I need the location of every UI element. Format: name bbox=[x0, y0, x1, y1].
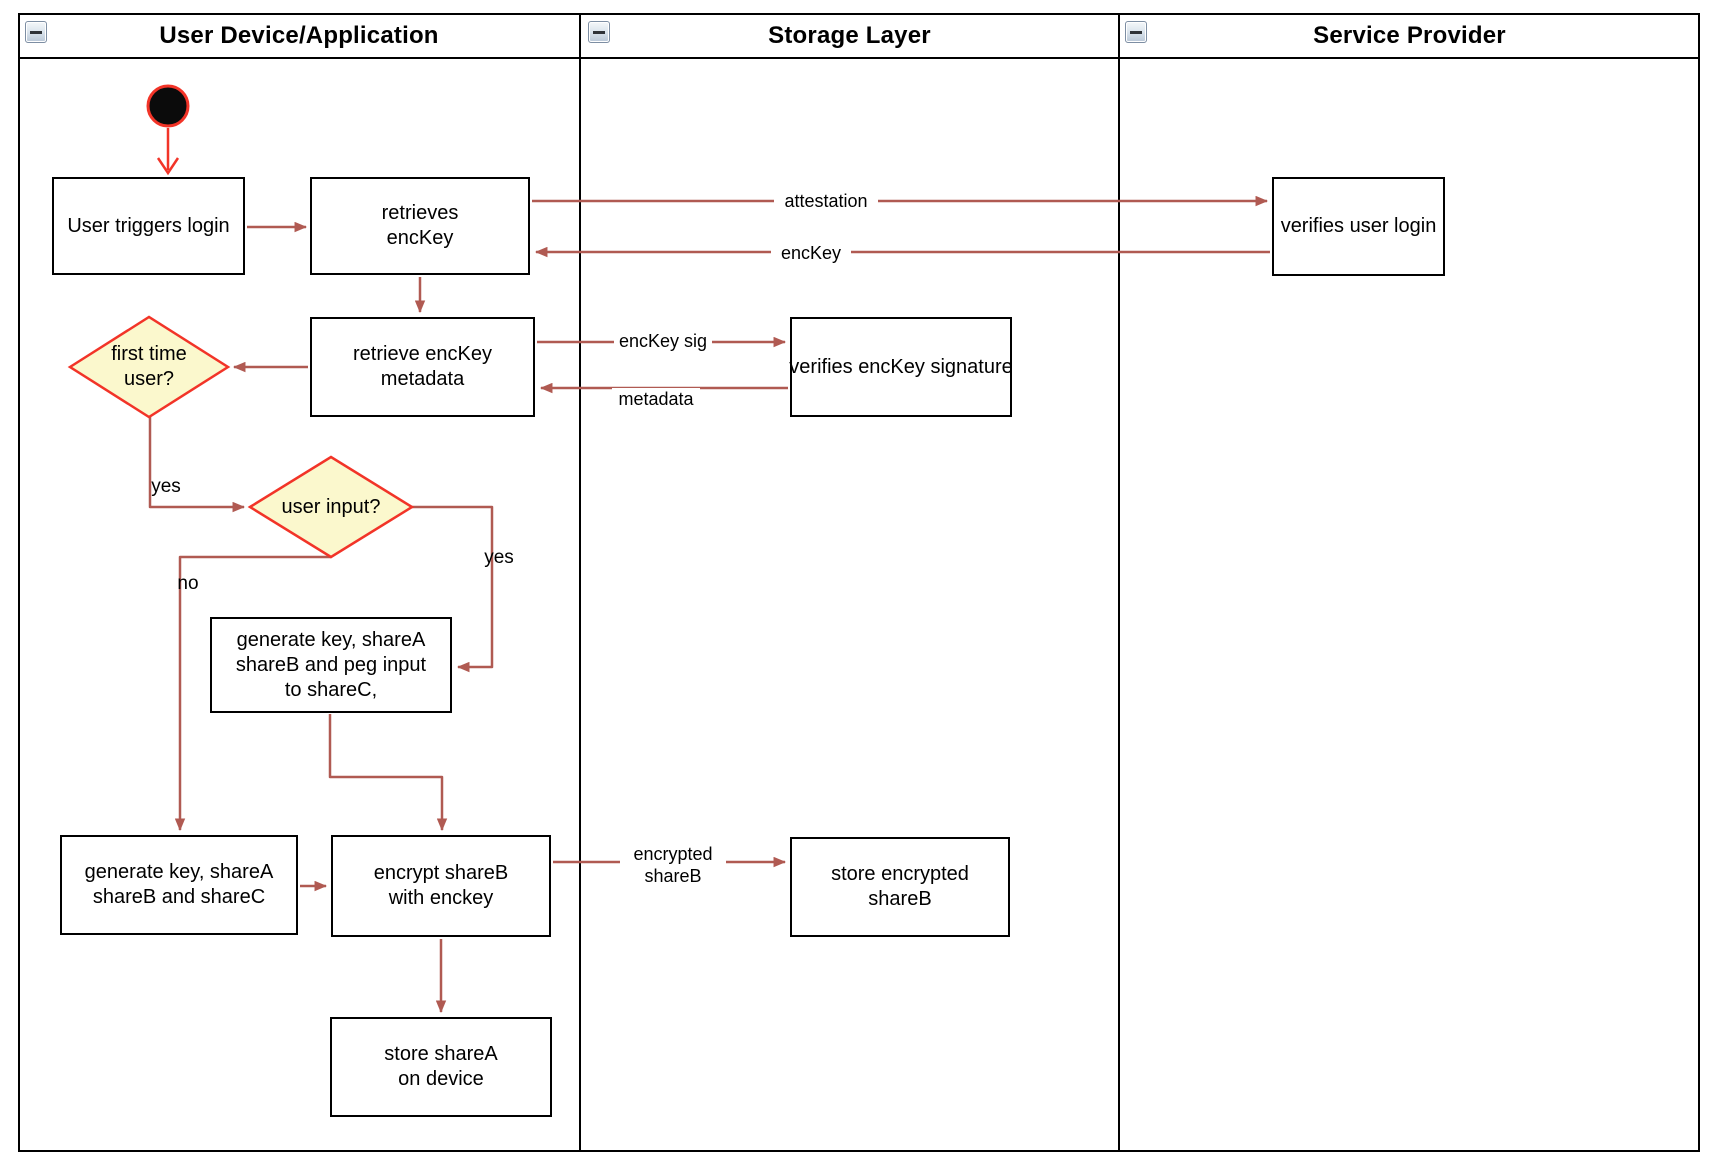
node-store-sharea[interactable]: store shareA on device bbox=[330, 1017, 552, 1117]
node-retrieve-enckey-metadata[interactable]: retrieve encKey metadata bbox=[310, 317, 535, 417]
lane-header-divider bbox=[18, 57, 1700, 59]
edge-label-enckey[interactable]: encKey bbox=[771, 243, 851, 264]
lane-title-service-provider: Service Provider bbox=[1313, 22, 1506, 49]
node-store-encrypted-shareb[interactable]: store encrypted shareB bbox=[790, 837, 1010, 937]
edge-label-encrypted-shareb[interactable]: encrypted shareB bbox=[620, 841, 726, 889]
node-retrieves-enckey[interactable]: retrieves encKey bbox=[310, 177, 530, 275]
minus-icon bbox=[30, 30, 42, 34]
edge-label-enckey-sig[interactable]: encKey sig bbox=[614, 331, 712, 352]
edge-label-metadata[interactable]: metadata bbox=[612, 388, 700, 410]
edge-label-attestation[interactable]: attestation bbox=[774, 191, 878, 212]
edge-label-yes-first-time[interactable]: yes bbox=[151, 476, 181, 498]
lane-title-user-device: User Device/Application bbox=[159, 22, 439, 49]
collapse-lane-service-provider-icon[interactable] bbox=[1125, 21, 1147, 43]
minus-icon bbox=[1130, 30, 1142, 34]
node-encrypt-shareb[interactable]: encrypt shareB with enckey bbox=[331, 835, 551, 937]
lane-divider-1 bbox=[579, 13, 581, 1152]
swimlane-frame bbox=[18, 13, 1700, 1152]
collapse-lane-storage-layer-icon[interactable] bbox=[588, 21, 610, 43]
minus-icon bbox=[593, 30, 605, 34]
node-generate-peg-input[interactable]: generate key, shareA shareB and peg inpu… bbox=[210, 617, 452, 713]
lane-divider-2 bbox=[1118, 13, 1120, 1152]
node-verifies-enckey-signature[interactable]: verifies encKey signature bbox=[789, 317, 1013, 417]
node-verifies-user-login[interactable]: verifies user login bbox=[1272, 177, 1445, 276]
collapse-lane-user-device-icon[interactable] bbox=[25, 21, 47, 43]
edge-label-no-user-input[interactable]: no bbox=[177, 573, 199, 595]
node-generate-sharec[interactable]: generate key, shareA shareB and shareC bbox=[60, 835, 298, 935]
node-user-triggers-login[interactable]: User triggers login bbox=[52, 177, 245, 275]
lane-title-storage-layer: Storage Layer bbox=[768, 22, 931, 49]
edge-label-yes-user-input[interactable]: yes bbox=[484, 547, 514, 569]
